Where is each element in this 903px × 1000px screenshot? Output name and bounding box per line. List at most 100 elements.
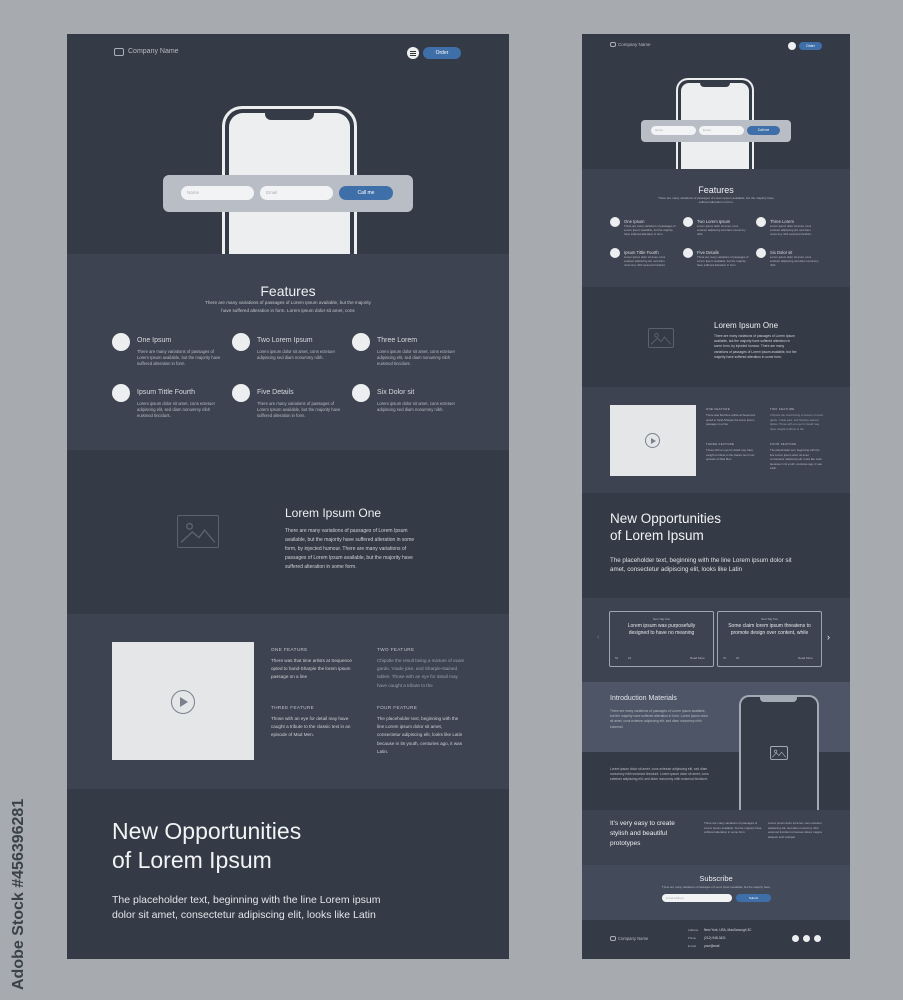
feature-text: Lorem ipsum dolor sit amet, cons ectetue…	[697, 224, 746, 236]
opportunities-section	[582, 493, 850, 598]
feature-title: Two Lorem Ipsum	[697, 219, 731, 224]
carousel-next-icon[interactable]: ›	[827, 632, 830, 642]
features-subtitle: There are many variations of passages of…	[205, 300, 371, 313]
feature-title: Six Dolor sit	[377, 389, 415, 396]
submit-button[interactable]: Submit	[736, 894, 771, 902]
company-name[interactable]: Company Name	[128, 48, 179, 55]
social-stop-icon[interactable]	[803, 935, 810, 942]
feature-text: There are many variations of passages of…	[624, 224, 676, 236]
subscribe-email-input[interactable]: Email address	[662, 894, 732, 902]
easy-section	[582, 810, 850, 865]
feature-title: Two Lorem Ipsum	[257, 337, 313, 344]
lorem-one-text: There are many variations of passages of…	[714, 334, 797, 359]
cards-section	[582, 598, 850, 682]
phone-notch	[700, 82, 730, 87]
feature-text: Those with an eye for detail may have ca…	[271, 716, 351, 738]
feature-text: Lorem ipsum dolor sit amet, cons ectetue…	[770, 255, 819, 267]
play-icon[interactable]	[171, 690, 195, 714]
feature-title: Five Details	[257, 389, 294, 396]
feature-text: Lorem ipsum dolor sit amet, cons ectetue…	[377, 349, 455, 366]
card-tag: Next Tag One	[652, 617, 671, 621]
easy-col2: Lorem ipsum dolor sit amet, cons ectetue…	[768, 821, 822, 839]
subscribe-subtitle: There are many variations of passages of…	[662, 885, 770, 889]
feature-title: Ipsum Tittle Fourth	[624, 250, 659, 255]
call-me-button[interactable]: Call me	[339, 186, 393, 200]
company-logo-icon	[610, 936, 616, 941]
stock-watermark-text: Adobe Stock #456396281	[10, 798, 27, 990]
name-input[interactable]: Name	[651, 126, 696, 135]
card-likes: 70	[723, 656, 727, 660]
feature-label: FOUR FEATURE	[377, 705, 418, 710]
feature-text: Lorem ipsum dolor sit amet, cons ectetue…	[257, 349, 335, 360]
opportunities-text-line2: dolor sit amet, consectetur adipiscing e…	[112, 909, 376, 921]
feature-icon	[683, 248, 693, 258]
desktop-page: Company Name Order Name Email Call me Fe…	[67, 34, 509, 959]
image-placeholder-icon	[648, 328, 674, 348]
stock-id-watermark: Adobe Stock #456396281	[10, 760, 30, 990]
email-value[interactable]: your@mail	[704, 944, 720, 948]
features-section	[67, 254, 509, 450]
feature-icon	[756, 248, 766, 258]
feature-label: THREE FEATURE	[271, 705, 315, 710]
hamburger-icon	[410, 50, 416, 56]
lorem-one-title: Lorem Ipsum One	[285, 506, 382, 520]
feature-label: THREE FEATURE	[706, 442, 735, 446]
order-button[interactable]: Order	[799, 42, 822, 50]
blog-card[interactable]: Next Tag One Lorem ipsum was purposefull…	[609, 611, 714, 667]
feature-title: Six Dolor sit	[770, 250, 793, 255]
feature-text: There are many variations of passages of…	[137, 349, 221, 366]
email-input[interactable]: Email	[699, 126, 744, 135]
social-play-icon[interactable]	[792, 935, 799, 942]
image-placeholder-icon	[770, 746, 788, 760]
lorem-one-text: There are many variations of passages of…	[285, 528, 415, 570]
opportunities-section	[67, 789, 509, 959]
company-name[interactable]: Company Name	[618, 42, 651, 47]
phone-value: (212) 948-3421	[704, 936, 726, 940]
card-text: Lorem ipsum was purposefully designed to…	[627, 623, 696, 637]
feature-text: Those with an eye for detail may have ca…	[706, 448, 755, 462]
card-likes: 54	[615, 656, 619, 660]
features-title: Features	[260, 283, 316, 299]
opportunities-title-line2: of Lorem Ipsum	[112, 847, 272, 873]
feature-text: There was that time artists at Sequence …	[271, 658, 352, 680]
play-icon[interactable]	[645, 433, 660, 448]
feature-title: Ipsum Tittle Fourth	[137, 389, 195, 396]
feature-text: There was that time artists at Sequence …	[706, 413, 756, 427]
menu-button[interactable]	[788, 42, 796, 50]
feature-icon	[756, 217, 766, 227]
feature-text: Lorem ipsum dolor sit amet, cons ectetue…	[137, 401, 215, 418]
feature-icon	[352, 333, 370, 351]
menu-button[interactable]	[407, 47, 419, 59]
carousel-prev-icon[interactable]: ‹	[597, 634, 600, 641]
feature-label: ONE FEATURE	[706, 407, 731, 411]
opportunities-title-line2: of Lorem Ipsum	[610, 528, 704, 543]
blog-card[interactable]: Next Tag Two Some claim lorem ipsum thre…	[717, 611, 822, 667]
subscribe-section	[582, 865, 850, 920]
company-logo-icon	[610, 42, 616, 47]
intro-text: There are many variations of passages of…	[610, 709, 708, 729]
order-button[interactable]: Order	[423, 47, 461, 59]
footer-company[interactable]: Company Name	[618, 936, 649, 941]
feature-text: Lorem ipsum dolor sit amet, cons ectetue…	[770, 224, 812, 236]
feature-text: Chipotle the result being a mixture of e…	[770, 413, 824, 431]
feature-text: The placeholder text, beginning with the…	[377, 716, 463, 754]
name-input[interactable]: Name	[181, 186, 254, 200]
feature-text: There are many variations of passages of…	[257, 401, 341, 418]
card-comments: 24	[628, 656, 632, 660]
feature-text: Chipotle the result being a mixture of e…	[377, 658, 465, 688]
feature-title: One Ipsum	[137, 337, 172, 344]
features-title: Features	[698, 185, 734, 195]
feature-title: One Ipsum	[624, 219, 645, 224]
email-label: E-mail	[688, 944, 696, 948]
feature-icon	[610, 217, 620, 227]
email-input[interactable]: Email	[260, 186, 333, 200]
features-subtitle: There are many variations of passages of…	[658, 196, 774, 205]
feature-icon	[112, 384, 130, 402]
social-circle-icon[interactable]	[814, 935, 821, 942]
card-read-more[interactable]: Read More	[798, 656, 813, 660]
features-section	[582, 169, 850, 287]
address-label: Address	[688, 928, 699, 932]
call-me-button[interactable]: Call me	[747, 126, 780, 135]
feature-label: TWO FEATURE	[770, 407, 795, 411]
card-read-more[interactable]: Read More	[690, 656, 705, 660]
